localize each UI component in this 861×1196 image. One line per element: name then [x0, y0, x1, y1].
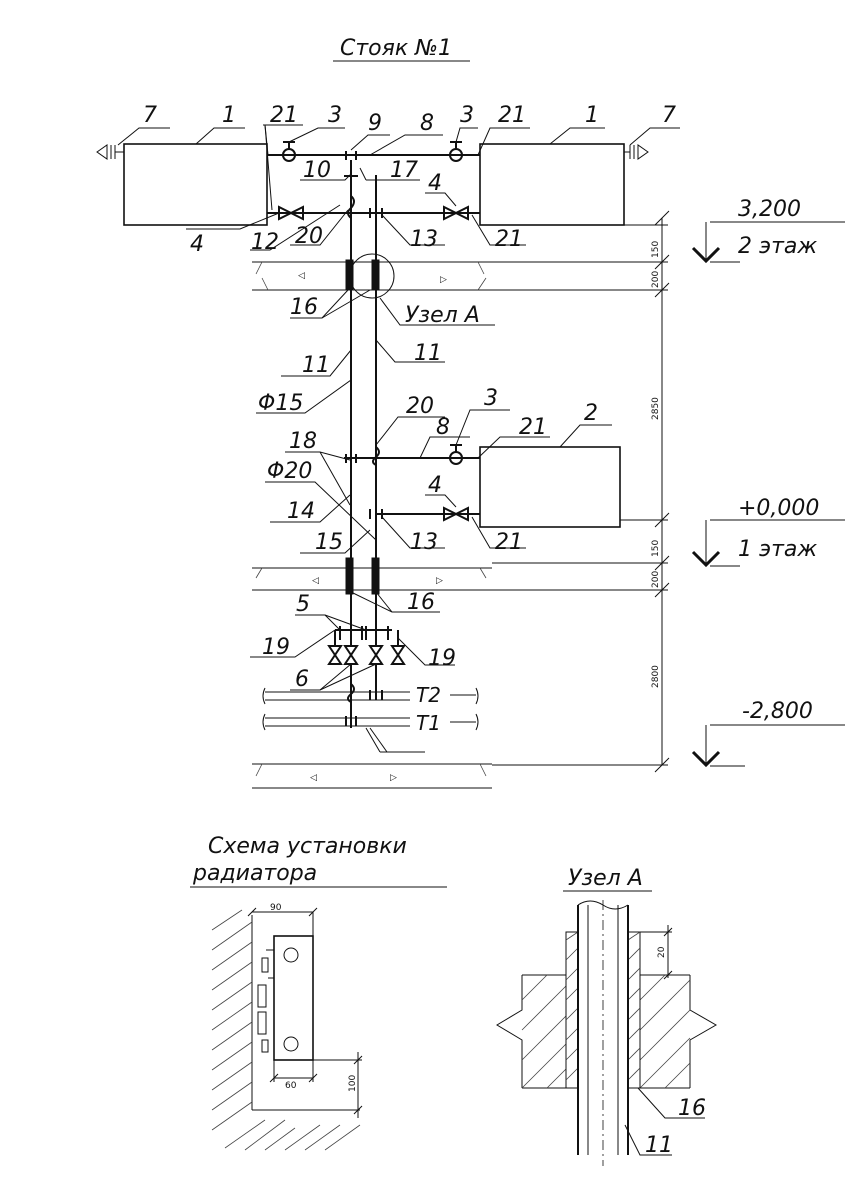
- air-vent-right-icon: [624, 144, 649, 160]
- callout-4-upper-right: 4: [428, 171, 442, 196]
- callout-11-right: 11: [414, 341, 442, 366]
- shutoff-valve-icon: [443, 205, 469, 221]
- shutoff-valve-icon: [443, 506, 469, 522]
- callout-13-lower: 13: [410, 530, 438, 555]
- radiator-1-right: [479, 143, 625, 226]
- main-t1: [262, 713, 479, 731]
- node-dim-20: 20: [657, 946, 667, 958]
- level-mark-lower: [691, 724, 845, 768]
- callout-15: 15: [315, 530, 343, 555]
- callout-8-top: 8: [420, 111, 434, 136]
- label-phi15: Φ15: [258, 391, 303, 416]
- ball-valve-icon: [343, 645, 359, 665]
- install-scheme-drawing: [211, 907, 363, 1151]
- label-t1: T1: [416, 711, 441, 735]
- dim-2850: 2850: [651, 397, 661, 420]
- thermo-valve-icon: [449, 141, 463, 162]
- label-t2: T2: [416, 683, 441, 707]
- callout-4-lower: 4: [428, 473, 442, 498]
- slab-upper: ◁ ▷: [252, 261, 492, 291]
- callout-12: 12: [251, 230, 279, 255]
- install-dim-90: 90: [270, 903, 282, 913]
- callout-2: 2: [584, 401, 598, 426]
- install-scheme-title-1: Схема установки: [208, 834, 407, 859]
- callout-4-upper-left: 4: [190, 232, 204, 257]
- drain-valve-icon: [327, 645, 343, 665]
- dim-200-lower: 200: [651, 571, 661, 588]
- callout-3-lower: 3: [484, 386, 498, 411]
- callout-7-left: 7: [143, 103, 157, 128]
- dim-150-lower: 150: [651, 540, 661, 557]
- callout-21-upper-lower: 21: [495, 227, 523, 252]
- node-a-marker: [349, 253, 395, 299]
- svg-text:◁: ◁: [298, 271, 305, 281]
- slab-lower: ◁ ▷: [252, 763, 492, 789]
- main-t2: [262, 687, 479, 705]
- air-vent-left-icon: [96, 144, 124, 160]
- callout-14: 14: [287, 499, 315, 524]
- callout-19-right: 19: [428, 646, 456, 671]
- callout-20-lower: 20: [406, 394, 434, 419]
- callout-16-lower: 16: [407, 590, 435, 615]
- dim-150-upper: 150: [651, 241, 661, 258]
- node-detail-title: Узел А: [568, 866, 643, 891]
- callout-20-upper: 20: [295, 224, 323, 249]
- callout-1-left: 1: [222, 103, 236, 128]
- callout-3-right: 3: [460, 103, 474, 128]
- callout-21-upper-left: 21: [270, 103, 298, 128]
- svg-text:◁: ◁: [312, 576, 319, 586]
- node-a-detail: [496, 900, 718, 1166]
- dim-2800: 2800: [651, 665, 661, 688]
- svg-text:▷: ▷: [436, 576, 443, 586]
- callout-8-lower: 8: [436, 415, 450, 440]
- callout-9: 9: [368, 111, 382, 136]
- ball-valve-icon: [368, 645, 384, 665]
- label-node-a: Узел А: [405, 303, 480, 328]
- callout-1-right: 1: [585, 103, 599, 128]
- callout-18: 18: [289, 429, 317, 454]
- callout-10: 10: [303, 158, 331, 183]
- drain-valve-icon: [390, 645, 406, 665]
- thermo-valve-icon: [449, 444, 463, 465]
- callout-13-upper: 13: [410, 227, 438, 252]
- callout-7-right: 7: [662, 103, 676, 128]
- radiator-1-left: [123, 143, 268, 226]
- callout-11-left: 11: [302, 353, 330, 378]
- level-mark-middle: [691, 519, 845, 568]
- node-callout-16: 16: [678, 1096, 706, 1121]
- dimension-chain: [480, 210, 670, 773]
- callout-17: 17: [390, 158, 418, 183]
- install-scheme-title-2: радиатора: [192, 861, 317, 886]
- level-value-lower: -2,800: [742, 699, 813, 724]
- level-floor-upper: 2 этаж: [738, 234, 817, 259]
- node-callout-11: 11: [645, 1133, 673, 1158]
- dim-200-upper: 200: [651, 271, 661, 288]
- callout-21-radiator-2-top: 21: [519, 415, 547, 440]
- callout-3-left: 3: [328, 103, 342, 128]
- radiator-2: [479, 446, 621, 528]
- callout-5: 5: [296, 592, 310, 617]
- svg-text:◁: ◁: [310, 773, 317, 783]
- callout-16-upper: 16: [290, 295, 318, 320]
- install-dim-100: 100: [348, 1075, 358, 1092]
- level-value-upper: 3,200: [738, 197, 801, 222]
- level-value-middle: +0,000: [738, 496, 819, 521]
- thermo-valve-icon: [282, 141, 296, 162]
- drawing-title: Стояк №1: [340, 36, 452, 61]
- svg-text:▷: ▷: [440, 275, 447, 285]
- callout-21-lower: 21: [495, 530, 523, 555]
- callout-21-upper-right: 21: [498, 103, 526, 128]
- callout-6: 6: [295, 667, 309, 692]
- install-dim-60: 60: [285, 1081, 297, 1091]
- level-floor-middle: 1 этаж: [738, 537, 817, 562]
- slab-middle: ◁ ▷: [252, 567, 492, 591]
- svg-text:▷: ▷: [390, 773, 397, 783]
- label-phi20: Φ20: [267, 459, 312, 484]
- level-mark-upper: [691, 221, 845, 264]
- callout-19-left: 19: [262, 635, 290, 660]
